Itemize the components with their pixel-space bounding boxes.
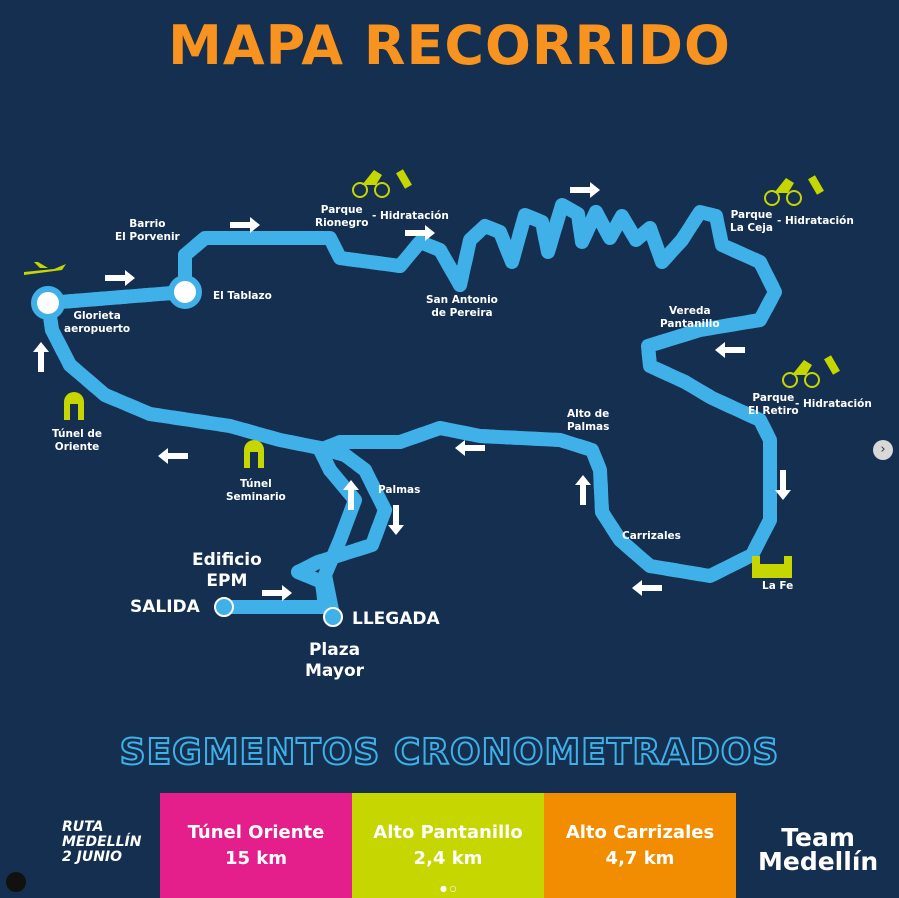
label-el-tablazo: El Tablazo: [213, 290, 272, 302]
direction-arrows: [33, 182, 791, 601]
segment-distance: 4,7 km: [605, 847, 675, 869]
label-carrizales: Carrizales: [622, 530, 681, 542]
label-salida: SALIDA: [130, 597, 200, 617]
segment-alto-carrizales: Alto Carrizales 4,7 km: [544, 793, 736, 898]
tunnel-icon: [244, 440, 264, 468]
label-hidratacion-2: - Hidratación: [777, 215, 854, 227]
bridge-icon: [752, 556, 792, 578]
arrow-left-icon: [715, 342, 745, 358]
label-hidratacion-1: - Hidratación: [372, 210, 449, 222]
label-hidratacion-3: - Hidratación: [795, 398, 872, 410]
glorieta-marker: [31, 286, 65, 320]
team-medellin-text: Team Medellín: [758, 823, 879, 876]
arrow-right-icon: [105, 270, 135, 286]
waypoint-markers: [31, 275, 343, 627]
label-tunel-de-oriente: Túnel de Oriente: [52, 428, 102, 453]
chevron-right-icon[interactable]: ›: [873, 440, 893, 460]
arrow-down-icon: [775, 470, 791, 500]
segment-distance: 2,4 km: [413, 847, 483, 869]
label-san-antonio: San Antonio de Pereira: [426, 294, 498, 319]
cyclist-hydration-icon: [352, 169, 412, 198]
segment-name: Túnel Oriente: [187, 821, 325, 843]
arrow-left-icon: [632, 580, 662, 596]
label-vereda-pantanillo: Vereda Pantanillo: [660, 305, 720, 330]
arrow-up-icon: [575, 475, 591, 505]
page-title: MAPA RECORRIDO: [168, 14, 731, 77]
segments-title: SEGMENTOS CRONOMETRADOS: [119, 731, 780, 774]
carousel-dots[interactable]: ● ○: [440, 884, 457, 893]
segment-distance: 15 km: [224, 847, 288, 869]
label-edificio-epm: Edificio EPM: [192, 550, 262, 591]
segment-name: Alto Carrizales: [565, 821, 715, 843]
label-parque-rionegro: Parque Rionegro: [315, 204, 369, 229]
arrow-right-icon: [230, 217, 260, 233]
account-icon[interactable]: [6, 872, 26, 892]
arrow-right-icon: [405, 225, 435, 241]
label-glorieta-aeropuerto: Glorieta aeropuerto: [64, 310, 131, 335]
segment-alto-pantanillo: Alto Pantanillo 2,4 km: [352, 793, 544, 898]
arrow-left-icon: [158, 448, 188, 464]
arrow-up-icon: [343, 480, 359, 510]
label-parque-la-ceja: Parque La Ceja: [730, 209, 773, 234]
arrow-up-icon: [33, 342, 49, 372]
cyclist-hydration-icon: [764, 175, 824, 206]
label-barrio-el-porvenir: Barrio El Porvenir: [115, 218, 180, 243]
label-alto-de-palmas: Alto de Palmas: [567, 408, 610, 433]
segment-tunel-oriente: Túnel Oriente 15 km: [160, 793, 352, 898]
label-tunel-seminario: Túnel Seminario: [226, 478, 286, 503]
ruta-medellin-logo: RUTA MEDELLÍN 2 JUNIO: [62, 819, 142, 865]
label-palmas: Palmas: [378, 484, 421, 496]
label-la-fe: La Fe: [762, 580, 794, 592]
arrow-down-icon: [388, 505, 404, 535]
arrow-right-icon: [570, 182, 600, 198]
tunnel-icon: [64, 392, 84, 420]
label-plaza-mayor: Plaza Mayor: [305, 640, 365, 681]
label-llegada: LLEGADA: [352, 609, 440, 629]
arrow-left-icon: [455, 440, 485, 456]
cyclist-hydration-icon: [782, 355, 840, 388]
airplane-icon: [24, 262, 66, 275]
segment-name: Alto Pantanillo: [373, 821, 523, 843]
tablazo-marker: [168, 275, 202, 309]
finish-marker: [323, 607, 343, 627]
label-parque-el-retiro: Parque El Retiro: [748, 392, 799, 417]
arrow-right-icon: [262, 585, 292, 601]
team-medellin-logo: Team Medellín: [758, 823, 879, 876]
start-marker: [214, 597, 234, 617]
